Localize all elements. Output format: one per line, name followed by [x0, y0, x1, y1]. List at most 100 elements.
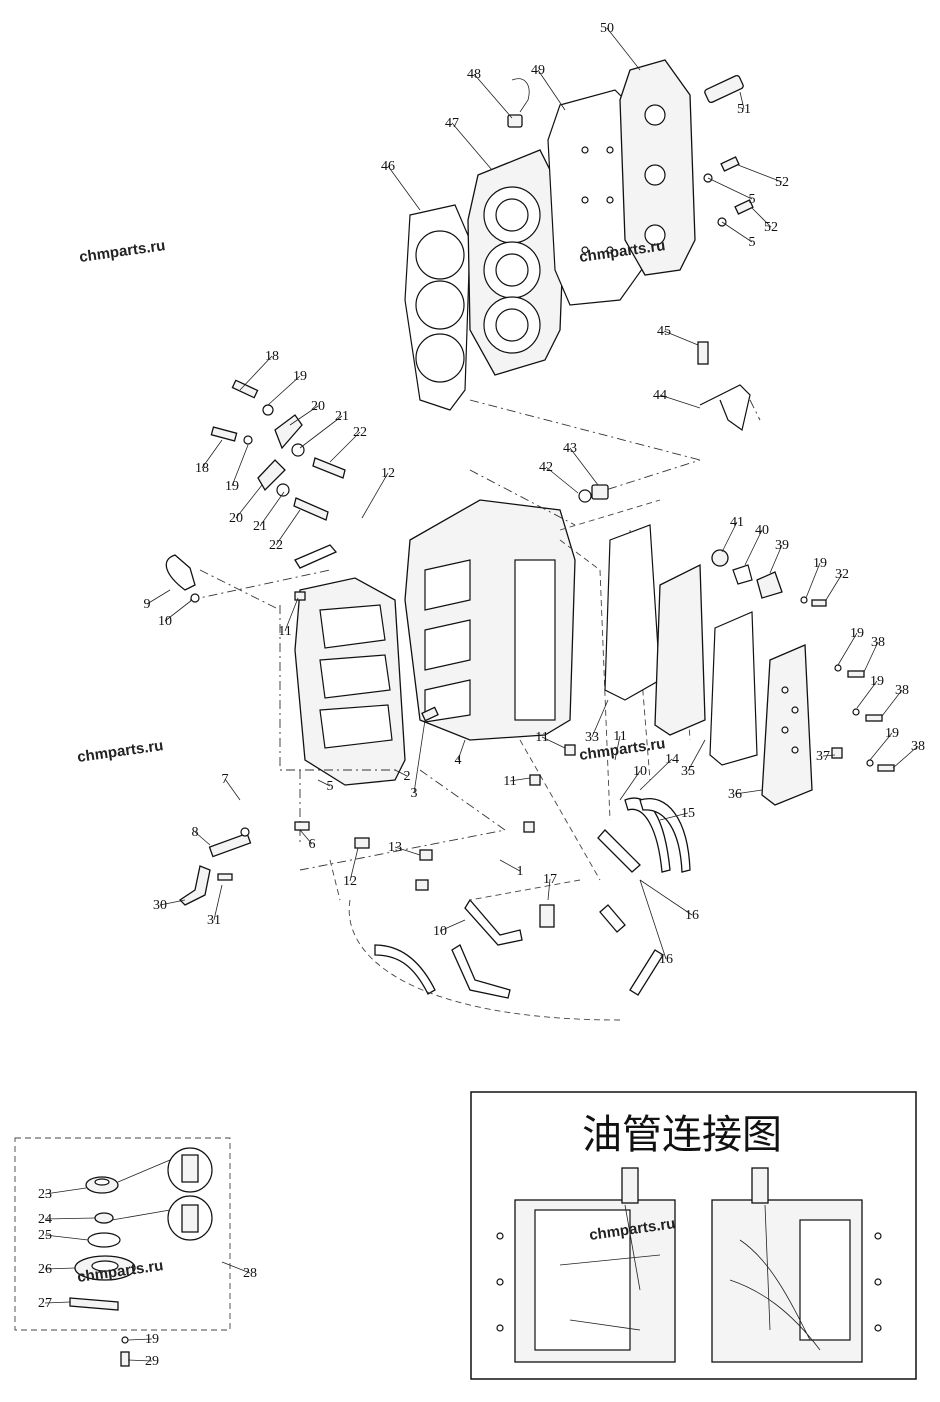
callout-leader — [164, 599, 193, 622]
callout-number-51: 51 — [737, 102, 751, 117]
thermostat-parts-39-41 — [711, 549, 827, 607]
callout-leader — [289, 405, 319, 426]
callout-leader — [299, 829, 313, 845]
callout-leader — [687, 739, 706, 772]
callout-number-4: 4 — [455, 753, 462, 768]
callout-number-35: 35 — [681, 764, 695, 779]
callout-number-5: 5 — [749, 235, 756, 250]
callout-leader — [541, 736, 566, 749]
callout-leader — [639, 879, 693, 916]
plug-42-43 — [578, 484, 609, 503]
callout-leader — [127, 1338, 153, 1341]
fitting-37 — [831, 747, 843, 759]
watermark: chmparts.ru — [76, 737, 164, 766]
callout-leader — [721, 221, 753, 243]
callout-leader — [349, 847, 359, 882]
links-20-22 — [243, 404, 346, 521]
callout-number-6: 6 — [309, 837, 316, 852]
callout-leader — [231, 444, 249, 487]
callout-leader — [221, 1261, 251, 1274]
subassembly-28-box — [14, 1137, 231, 1331]
callout-leader — [856, 680, 878, 709]
bolt-8 — [208, 827, 252, 858]
callout-number-45: 45 — [657, 324, 671, 339]
callout-leader — [224, 778, 241, 801]
callout-number-41: 41 — [730, 515, 744, 530]
callout-leader — [744, 529, 763, 566]
spark-plug-51 — [704, 74, 744, 104]
callout-number-38: 38 — [911, 739, 925, 754]
callout-number-44: 44 — [653, 388, 667, 403]
callout-leader — [863, 641, 879, 673]
callout-number-10: 10 — [633, 764, 647, 779]
hose-small-upper — [294, 544, 338, 569]
callout-leader — [44, 1301, 71, 1304]
callout-number-22: 22 — [269, 538, 283, 553]
bolts-52 — [703, 156, 754, 227]
callout-number-36: 36 — [728, 787, 742, 802]
callout-number-7: 7 — [222, 772, 229, 787]
callout-leader — [721, 521, 738, 553]
callout-leader — [44, 1187, 87, 1195]
cylinder-head-47 — [467, 149, 566, 376]
crankcase-half-2 — [294, 577, 406, 786]
callout-leader — [213, 884, 223, 921]
callout-leader — [239, 355, 273, 391]
callout-number-47: 47 — [445, 116, 459, 131]
callout-leader — [509, 777, 531, 782]
bolts-38 — [834, 664, 895, 772]
callout-leader — [329, 431, 361, 463]
callout-leader — [387, 165, 421, 211]
callout-leader — [394, 846, 421, 856]
bolts-18 — [210, 379, 259, 442]
bracket-30 — [178, 865, 233, 906]
callout-number-15: 15 — [681, 806, 695, 821]
inset-title: 油管连接图 — [582, 1112, 782, 1158]
exhaust-cover-34 — [654, 563, 706, 736]
callout-leader — [537, 69, 566, 111]
callout-number-23: 23 — [38, 1187, 52, 1202]
callout-number-11: 11 — [535, 730, 548, 745]
callout-leader — [146, 589, 171, 605]
callout-number-18: 18 — [195, 461, 209, 476]
callout-leader — [235, 484, 263, 519]
callout-leader — [451, 122, 493, 171]
callout-number-52: 52 — [775, 175, 789, 190]
seal-parts-23-27 — [69, 1147, 213, 1367]
callout-leader — [591, 699, 609, 738]
callout-leader — [394, 769, 408, 777]
callout-leader — [869, 732, 893, 761]
callout-number-19: 19 — [225, 479, 239, 494]
callout-number-8: 8 — [192, 825, 199, 840]
callout-number-28: 28 — [243, 1266, 257, 1281]
callout-leader — [892, 745, 919, 769]
callout-number-11: 11 — [613, 729, 626, 744]
gasket-35 — [709, 611, 758, 766]
callout-number-11: 11 — [278, 624, 291, 639]
callout-number-1: 1 — [517, 864, 524, 879]
callout-number-5: 5 — [749, 192, 756, 207]
callout-number-30: 30 — [153, 898, 167, 913]
bolt-45 — [697, 341, 709, 365]
callout-leader — [822, 754, 836, 757]
callout-number-11: 11 — [503, 774, 516, 789]
head-gasket-46 — [404, 204, 471, 411]
callout-leader — [275, 509, 301, 546]
callout-number-9: 9 — [144, 597, 151, 612]
callout-number-16: 16 — [685, 908, 699, 923]
callout-leader — [545, 466, 579, 494]
callout-leader — [569, 447, 599, 486]
callout-leader — [361, 472, 389, 519]
callout-leader — [739, 91, 745, 110]
callout-number-19: 19 — [850, 626, 864, 641]
callout-leader — [457, 739, 466, 761]
watermark: chmparts.ru — [78, 237, 166, 266]
hose-9 — [165, 554, 200, 603]
callout-leader — [159, 899, 186, 906]
callout-number-39: 39 — [775, 538, 789, 553]
callout-number-19: 19 — [870, 674, 884, 689]
dowel-3 — [421, 706, 439, 722]
callout-leader — [663, 330, 699, 346]
callout-number-19: 19 — [145, 1332, 159, 1347]
